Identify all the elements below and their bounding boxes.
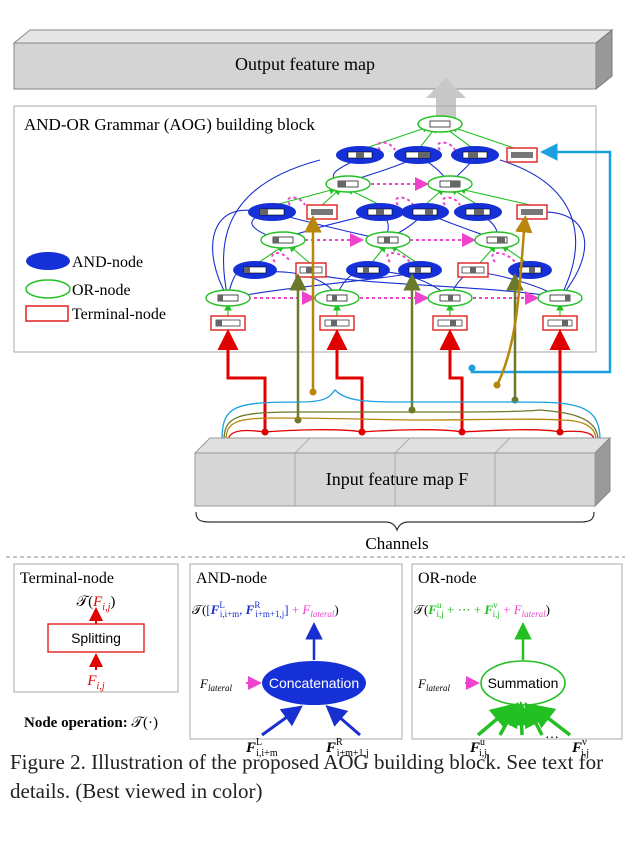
or-node: [474, 231, 520, 249]
terminal-node: [210, 315, 246, 331]
terminal-node: [516, 204, 548, 220]
or-node: [537, 289, 583, 307]
input-feature-map-label: Input feature map F: [326, 469, 468, 489]
or-node: [365, 231, 411, 249]
terminal-node: [542, 315, 578, 331]
terminal-output-expr: 𝒯(Fi,j): [77, 594, 116, 613]
output-feature-map: Output feature map: [12, 28, 614, 91]
or-dots: …: [545, 727, 559, 742]
or-lateral-label: Flateral: [417, 676, 450, 693]
legend-or-node-symbol: [25, 279, 71, 299]
and-node: [346, 261, 390, 279]
legend-terminal-node-symbol: [25, 305, 69, 322]
legend-and-node-symbol: [26, 252, 70, 270]
input-feature-map: Input feature map F: [193, 436, 612, 508]
and-panel-title: AND-node: [196, 570, 267, 587]
aog-block-frame: [13, 105, 597, 353]
or-node: [325, 175, 371, 193]
terminal-node: [319, 315, 355, 331]
or-node: [427, 289, 473, 307]
terminal-node: [506, 147, 538, 163]
or-node: [427, 175, 473, 193]
or-node: [314, 289, 360, 307]
or-node-root: [417, 115, 463, 133]
and-node: [401, 203, 449, 221]
terminal-node: [432, 315, 468, 331]
and-node: [394, 146, 442, 164]
output-arrow: [426, 78, 466, 120]
and-node: [451, 146, 499, 164]
terminal-node: [306, 204, 338, 220]
and-node: [336, 146, 384, 164]
legend: AND-node OR-node Terminal-node: [25, 252, 166, 323]
and-node: [454, 203, 502, 221]
channels-brace: [195, 511, 595, 532]
or-node: [205, 289, 251, 307]
and-node: [233, 261, 277, 279]
and-node: [356, 203, 404, 221]
input-routing: [217, 143, 612, 441]
summation-label: Summation: [488, 675, 559, 691]
legend-and-node-label: AND-node: [72, 254, 143, 271]
and-node: [248, 203, 296, 221]
legend-terminal-node-label: Terminal-node: [72, 306, 166, 323]
terminal-input-expr: Fi,j: [86, 673, 104, 692]
aog-block-title: AND-OR Grammar (AOG) building block: [24, 115, 315, 134]
splitting-label: Splitting: [71, 630, 121, 646]
or-panel-title: OR-node: [418, 570, 477, 587]
figure-caption: Figure 2. Illustration of the proposed A…: [10, 750, 604, 803]
terminal-node: [295, 262, 327, 278]
and-node: [398, 261, 442, 279]
terminal-panel-title: Terminal-node: [20, 570, 114, 587]
and-node: [508, 261, 552, 279]
terminal-node: [457, 262, 489, 278]
and-lateral-label: Flateral: [199, 676, 232, 693]
channels-label: Channels: [365, 534, 428, 553]
or-node: [260, 231, 306, 249]
legend-or-node-label: OR-node: [72, 282, 131, 299]
terminal-node-panel: Terminal-node 𝒯(Fi,j) Splitting Fi,j: [13, 563, 179, 693]
concatenation-label: Concatenation: [269, 675, 359, 691]
output-feature-map-label: Output feature map: [235, 54, 375, 74]
node-operation-label: Node operation: 𝒯(·): [24, 715, 158, 731]
